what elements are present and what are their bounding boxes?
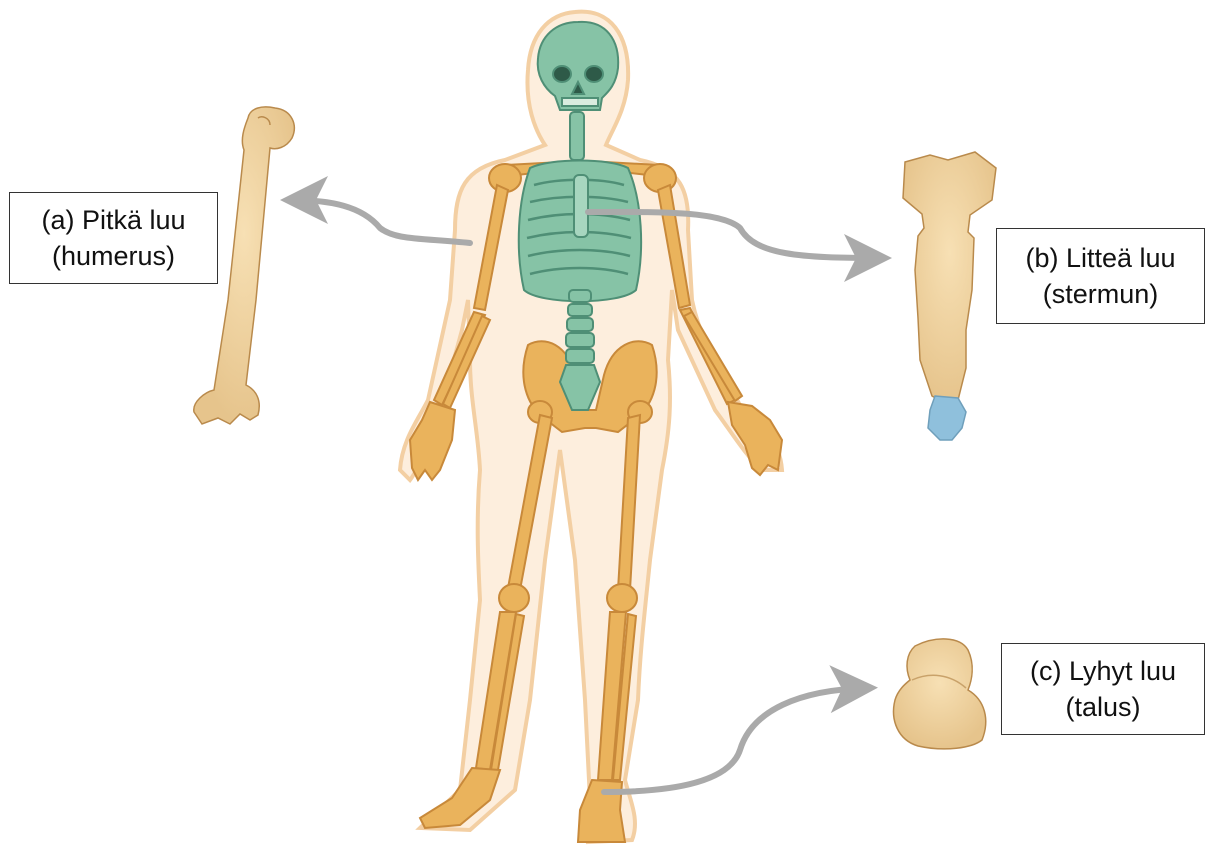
arrow-to-talus <box>604 688 866 792</box>
label-flat-bone-subtitle: (stermun) <box>1043 276 1159 312</box>
label-long-bone-subtitle: (humerus) <box>52 238 175 274</box>
arrow-to-humerus <box>292 200 470 243</box>
label-flat-bone: (b) Litteä luu (stermun) <box>996 228 1205 324</box>
talus-bone <box>894 639 986 749</box>
label-long-bone-title: (a) Pitkä luu <box>41 202 185 238</box>
label-short-bone: (c) Lyhyt luu (talus) <box>1001 643 1205 735</box>
label-long-bone: (a) Pitkä luu (humerus) <box>9 192 218 284</box>
label-short-bone-subtitle: (talus) <box>1065 689 1140 725</box>
sternum-bone <box>903 152 996 440</box>
label-short-bone-title: (c) Lyhyt luu <box>1030 653 1176 689</box>
label-flat-bone-title: (b) Litteä luu <box>1025 240 1175 276</box>
